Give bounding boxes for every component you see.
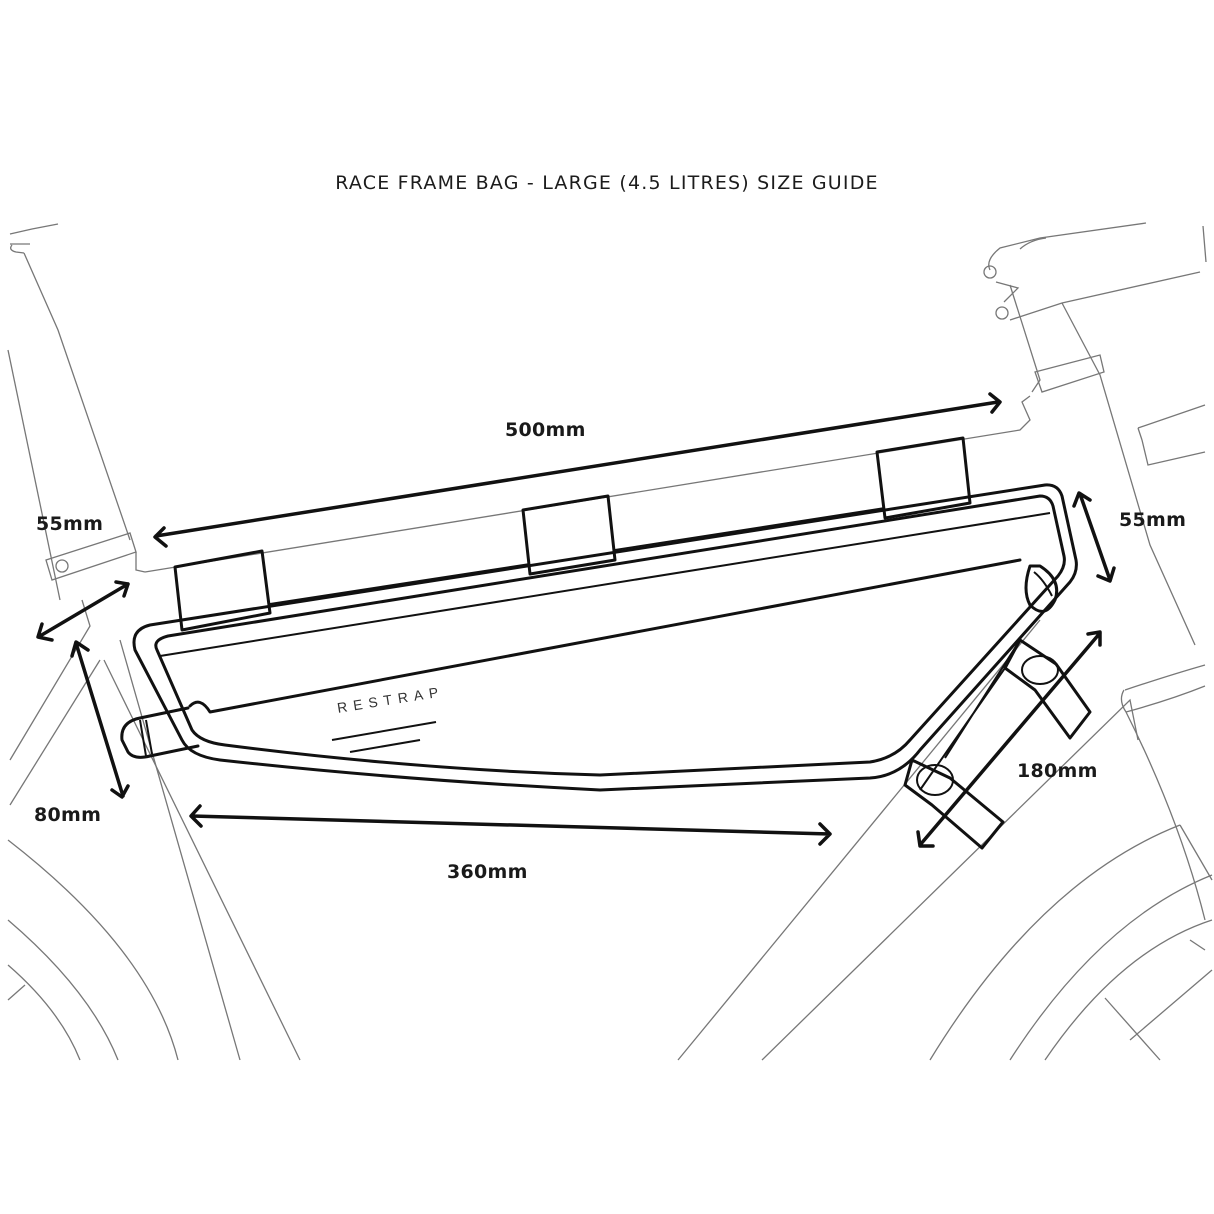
diagram-title: RACE FRAME BAG - LARGE (4.5 LITRES) SIZE… — [335, 172, 879, 194]
label-front-height: 55mm — [1119, 509, 1187, 531]
arrow-360mm — [189, 804, 832, 846]
label-top-length: 500mm — [505, 419, 586, 441]
arrow-180mm — [916, 630, 1102, 848]
arrow-55mm-rear — [36, 580, 130, 642]
label-bottom-length: 360mm — [447, 861, 528, 883]
arrow-80mm — [70, 640, 130, 799]
label-rear-height: 55mm — [36, 513, 104, 535]
bike-frame — [7, 222, 1213, 1061]
arrow-500mm — [153, 392, 1002, 548]
arrow-55mm-front — [1072, 491, 1116, 583]
dimension-arrows — [36, 392, 1116, 848]
label-seat-tube-depth: 80mm — [34, 804, 102, 826]
frame-bag — [120, 436, 1092, 850]
label-down-tube-length: 180mm — [1017, 760, 1098, 782]
